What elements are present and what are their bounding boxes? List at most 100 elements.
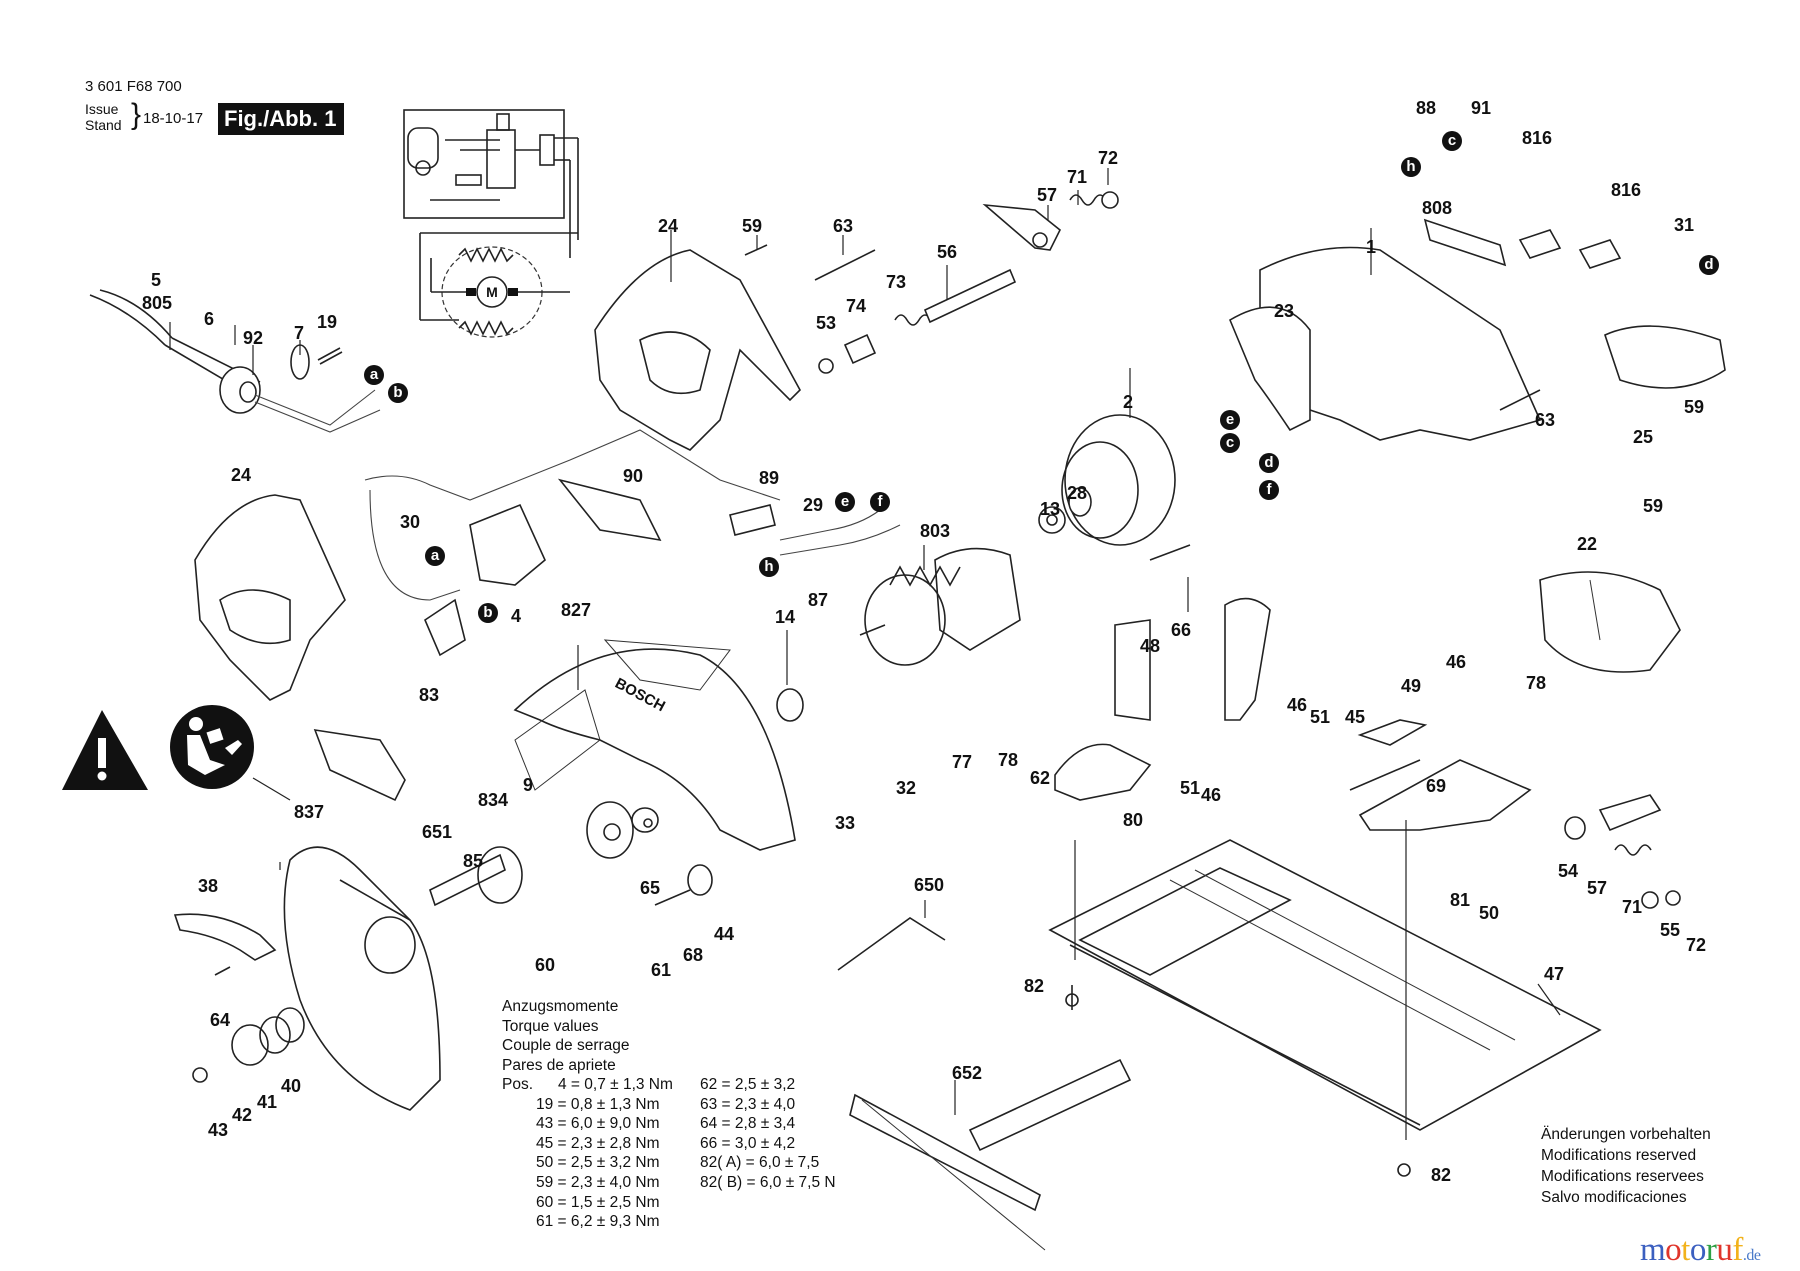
part-label[interactable]: 6 xyxy=(203,309,215,329)
part-label[interactable]: 805 xyxy=(141,293,173,313)
part-label[interactable]: 55 xyxy=(1659,920,1681,940)
part-label[interactable]: 57 xyxy=(1586,878,1608,898)
part-label[interactable]: 46 xyxy=(1200,785,1222,805)
part-label[interactable]: 49 xyxy=(1400,676,1422,696)
torque-row: 50 = 2,5 ± 3,2 Nm xyxy=(536,1154,660,1172)
brand-letter: o xyxy=(1689,1232,1707,1268)
part-label[interactable]: 22 xyxy=(1576,534,1598,554)
part-label[interactable]: 652 xyxy=(951,1063,983,1083)
part-label[interactable]: 64 xyxy=(209,1010,231,1030)
part-label[interactable]: 51 xyxy=(1309,707,1331,727)
part-label[interactable]: 45 xyxy=(1344,707,1366,727)
part-label[interactable]: 2 xyxy=(1122,392,1134,412)
part-label[interactable]: 38 xyxy=(197,876,219,896)
part-label[interactable]: 90 xyxy=(622,466,644,486)
part-label[interactable]: 41 xyxy=(256,1092,278,1112)
part-label[interactable]: 14 xyxy=(774,607,796,627)
part-label[interactable]: 19 xyxy=(316,312,338,332)
wire-tag: c xyxy=(1220,433,1240,453)
part-label[interactable]: 30 xyxy=(399,512,421,532)
part-label[interactable]: 85 xyxy=(462,851,484,871)
part-label[interactable]: 65 xyxy=(639,878,661,898)
part-label[interactable]: 1 xyxy=(1365,237,1377,257)
part-label[interactable]: 91 xyxy=(1470,98,1492,118)
part-label[interactable]: 47 xyxy=(1543,964,1565,984)
part-label[interactable]: 32 xyxy=(895,778,917,798)
part-label[interactable]: 40 xyxy=(280,1076,302,1096)
part-label[interactable]: 92 xyxy=(242,328,264,348)
part-label[interactable]: 78 xyxy=(1525,673,1547,693)
part-label[interactable]: 23 xyxy=(1273,301,1295,321)
part-label[interactable]: 43 xyxy=(207,1120,229,1140)
part-label[interactable]: 56 xyxy=(936,242,958,262)
brand-watermark[interactable]: motoruf.de xyxy=(1640,1232,1761,1269)
part-label[interactable]: 42 xyxy=(231,1105,253,1125)
part-label[interactable]: 59 xyxy=(1642,496,1664,516)
torque-row: 82( A) = 6,0 ± 7,5 xyxy=(700,1154,820,1172)
part-label[interactable]: 69 xyxy=(1425,776,1447,796)
part-label[interactable]: 68 xyxy=(682,945,704,965)
part-label[interactable]: 816 xyxy=(1610,180,1642,200)
part-label[interactable]: 24 xyxy=(230,465,252,485)
torque-row: 60 = 1,5 ± 2,5 Nm xyxy=(536,1193,660,1211)
part-label[interactable]: 57 xyxy=(1036,185,1058,205)
accessories-drawing xyxy=(837,917,1132,1251)
torque-row: 19 = 0,8 ± 1,3 Nm xyxy=(536,1095,660,1113)
part-label[interactable]: 803 xyxy=(919,521,951,541)
part-label[interactable]: 837 xyxy=(293,802,325,822)
figure-label: Fig./Abb. 1 xyxy=(218,103,345,135)
part-label[interactable]: 25 xyxy=(1632,427,1654,447)
part-label[interactable]: 46 xyxy=(1286,695,1308,715)
part-label[interactable]: 82 xyxy=(1430,1165,1452,1185)
part-label[interactable]: 61 xyxy=(650,960,672,980)
part-label[interactable]: 59 xyxy=(741,216,763,236)
part-label[interactable]: 5 xyxy=(150,270,162,290)
part-label[interactable]: 77 xyxy=(951,752,973,772)
part-label[interactable]: 81 xyxy=(1449,890,1471,910)
part-label[interactable]: 82 xyxy=(1023,976,1045,996)
part-label[interactable]: 74 xyxy=(845,296,867,316)
part-label[interactable]: 63 xyxy=(1534,410,1556,430)
part-label[interactable]: 71 xyxy=(1066,167,1088,187)
part-label[interactable]: 72 xyxy=(1097,148,1119,168)
part-label[interactable]: 51 xyxy=(1179,778,1201,798)
part-label[interactable]: 24 xyxy=(657,216,679,236)
part-label[interactable]: 29 xyxy=(802,495,824,515)
part-label[interactable]: 54 xyxy=(1557,861,1579,881)
part-label[interactable]: 73 xyxy=(885,272,907,292)
part-label[interactable]: 650 xyxy=(913,875,945,895)
part-label[interactable]: 87 xyxy=(807,590,829,610)
part-label[interactable]: 816 xyxy=(1521,128,1553,148)
part-label[interactable]: 71 xyxy=(1621,897,1643,917)
part-label[interactable]: 651 xyxy=(421,822,453,842)
part-label[interactable]: 31 xyxy=(1673,215,1695,235)
part-label[interactable]: 78 xyxy=(997,750,1019,770)
part-label[interactable]: 28 xyxy=(1066,483,1088,503)
part-label[interactable]: 44 xyxy=(713,924,735,944)
part-label[interactable]: 827 xyxy=(560,600,592,620)
part-label[interactable]: 7 xyxy=(293,323,305,343)
part-label[interactable]: 60 xyxy=(534,955,556,975)
part-label[interactable]: 66 xyxy=(1170,620,1192,640)
part-label[interactable]: 59 xyxy=(1683,397,1705,417)
torque-row: 45 = 2,3 ± 2,8 Nm xyxy=(536,1134,660,1152)
part-label[interactable]: 33 xyxy=(834,813,856,833)
part-label[interactable]: 48 xyxy=(1139,636,1161,656)
wire-tag: a xyxy=(425,546,445,566)
part-label[interactable]: 4 xyxy=(510,606,522,626)
part-label[interactable]: 53 xyxy=(815,313,837,333)
part-label[interactable]: 808 xyxy=(1421,198,1453,218)
part-label[interactable]: 88 xyxy=(1415,98,1437,118)
part-label[interactable]: 50 xyxy=(1478,903,1500,923)
part-label[interactable]: 9 xyxy=(522,775,534,795)
part-label[interactable]: 89 xyxy=(758,468,780,488)
part-label[interactable]: 62 xyxy=(1029,768,1051,788)
part-label[interactable]: 13 xyxy=(1039,499,1061,519)
part-label[interactable]: 46 xyxy=(1445,652,1467,672)
part-label[interactable]: 83 xyxy=(418,685,440,705)
part-label[interactable]: 72 xyxy=(1685,935,1707,955)
part-label[interactable]: 80 xyxy=(1122,810,1144,830)
part-label[interactable]: 63 xyxy=(832,216,854,236)
adjuster-bolt-drawing xyxy=(744,191,1119,374)
part-label[interactable]: 834 xyxy=(477,790,509,810)
